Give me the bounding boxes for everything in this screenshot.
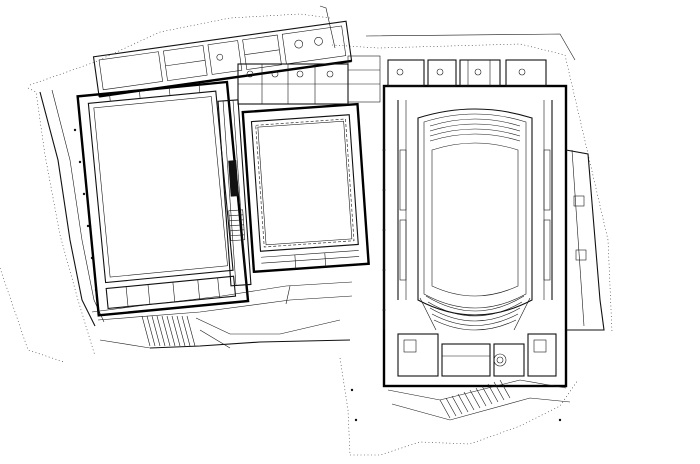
- site-boundary: [0, 5, 613, 456]
- medium-hall: [241, 102, 370, 274]
- central-corridor: [217, 99, 252, 287]
- theatre-building: [382, 59, 568, 388]
- west-perimeter-wall: [39, 89, 105, 327]
- south-terrace: [91, 281, 571, 421]
- upper-rooms-cluster: [237, 55, 381, 105]
- north-service-wing: [92, 20, 353, 98]
- large-hall: [76, 80, 250, 317]
- east-annex: [565, 149, 605, 331]
- perimeter-columns: [350, 148, 562, 422]
